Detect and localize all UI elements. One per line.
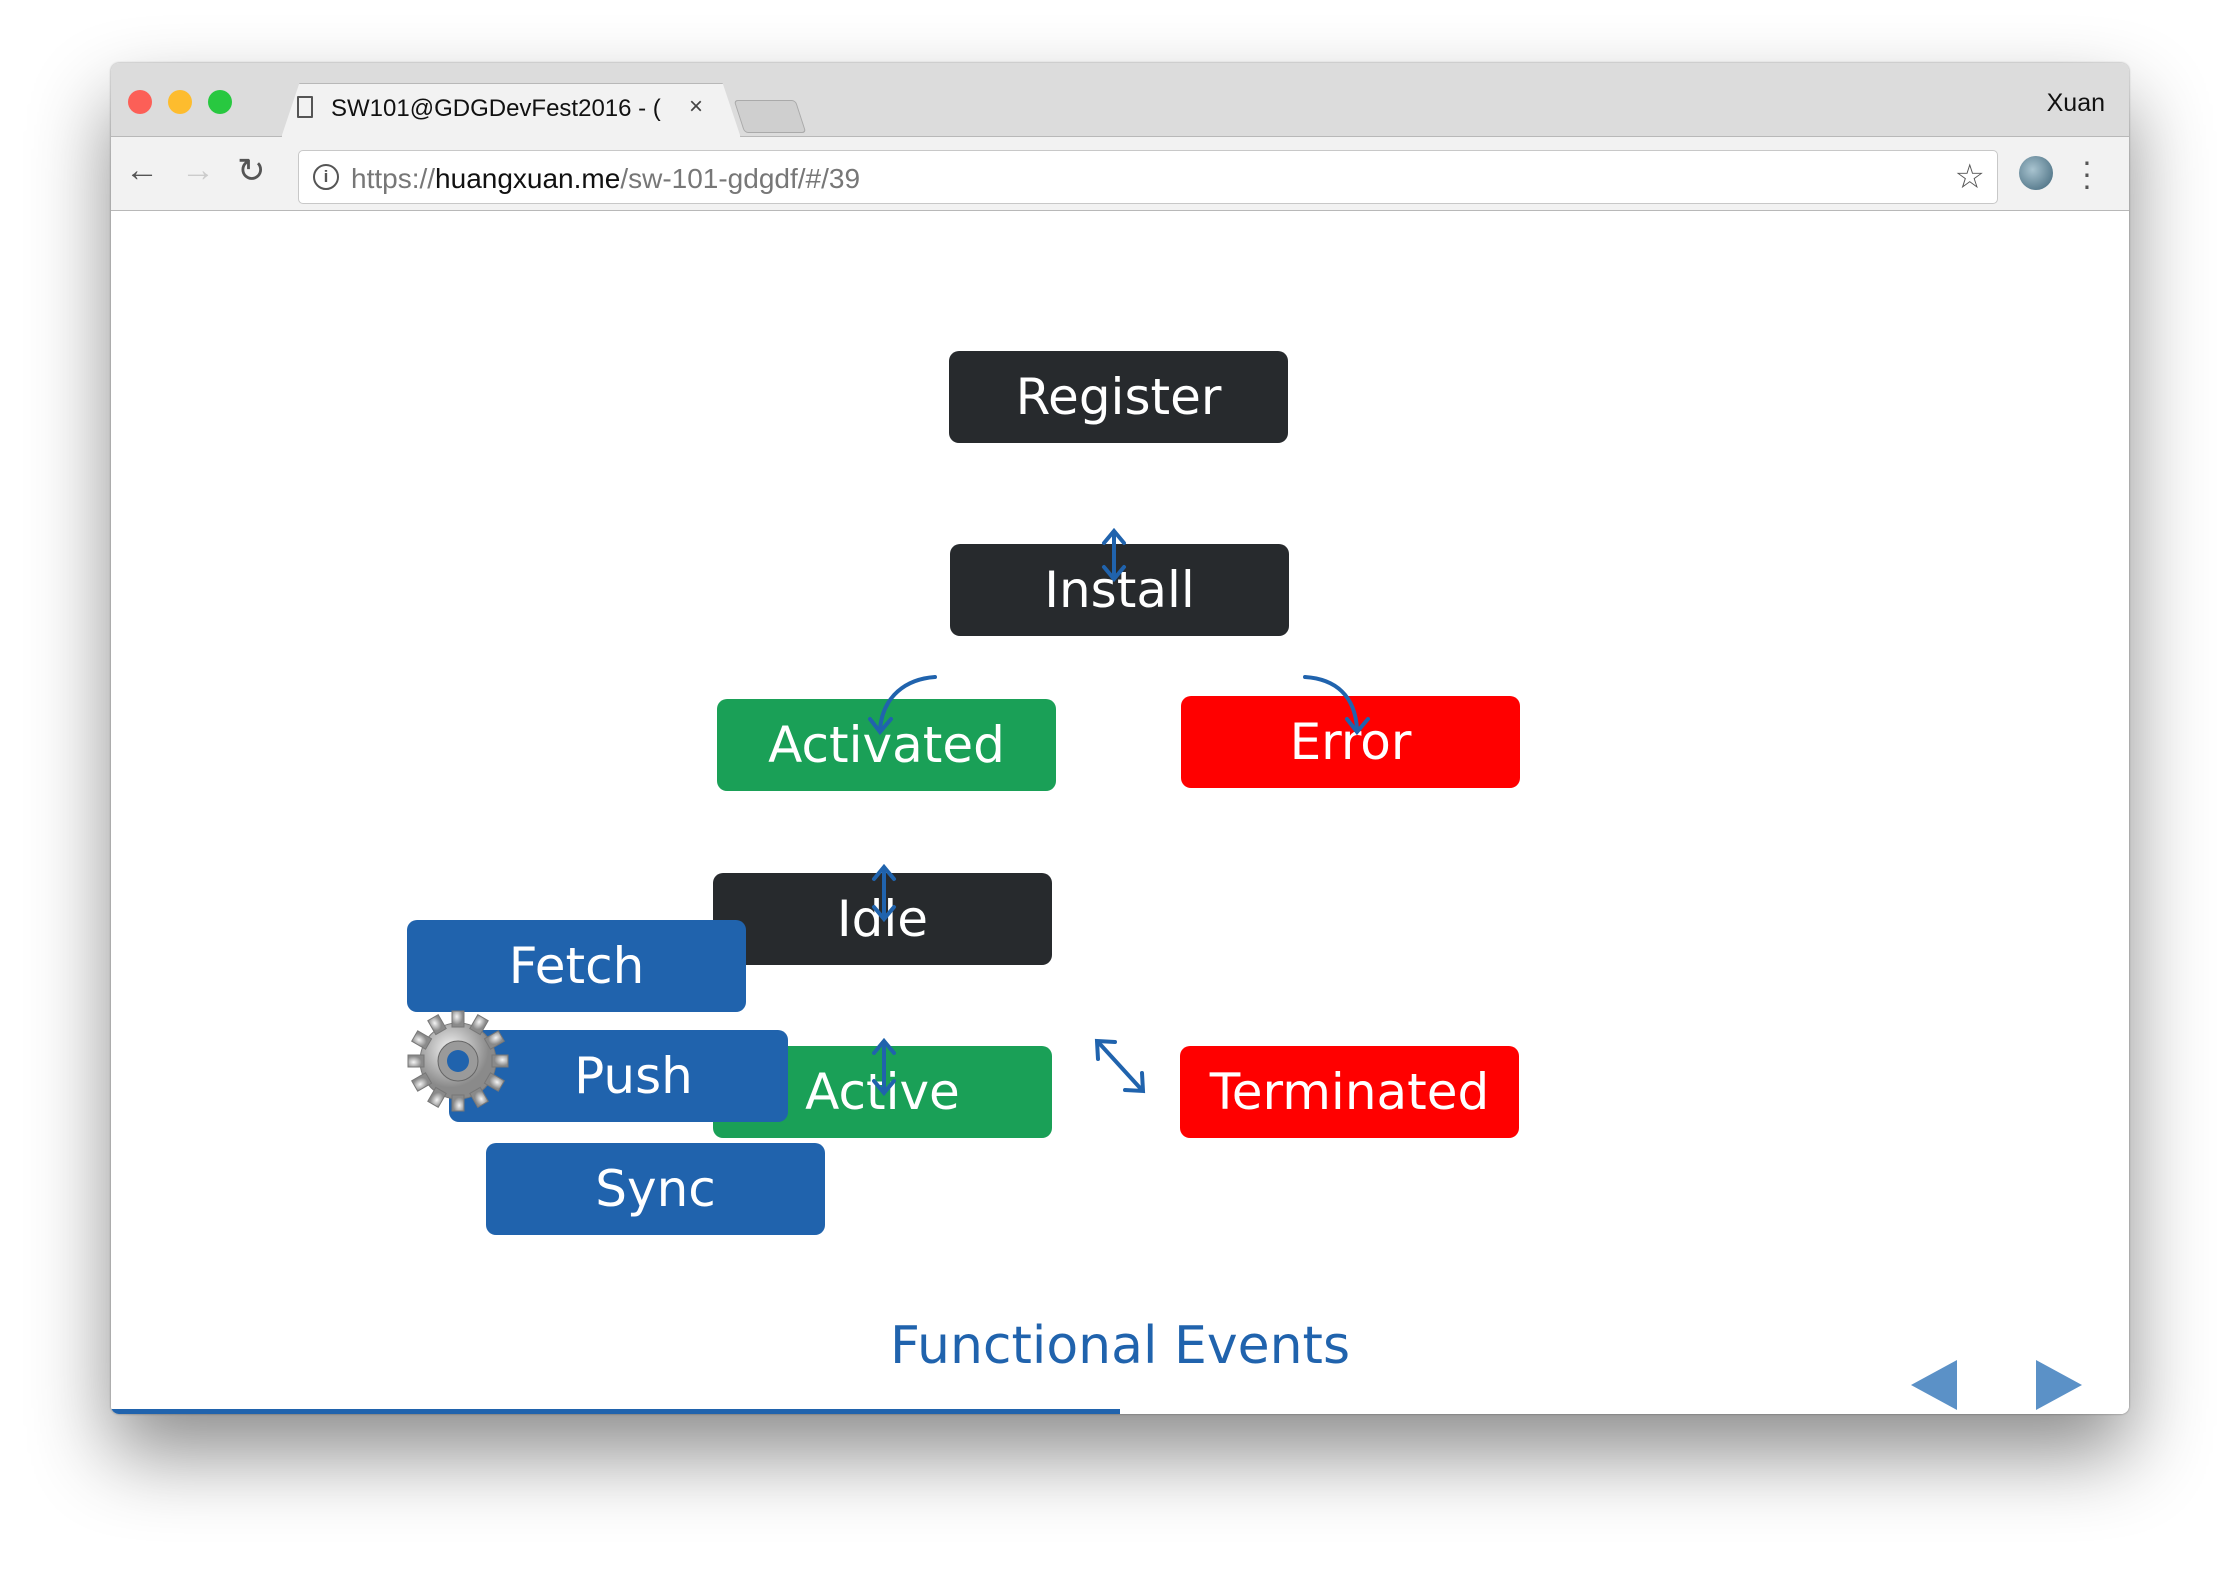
toolbar: ← → ↻ i https://huangxuan.me/sw-101-gdgd…: [111, 137, 2129, 211]
slide-caption: Functional Events: [889, 1316, 1351, 1376]
slide-progress-bar: [111, 1409, 1120, 1414]
tab-title: SW101@GDGDevFest2016 - (: [331, 95, 661, 122]
forward-arrow-icon[interactable]: →: [181, 151, 215, 189]
more-menu-icon[interactable]: ···: [2081, 143, 2093, 203]
fetch-box: Fetch: [407, 920, 746, 1012]
diagonal-double-arrow-icon: [1094, 1038, 1146, 1094]
push-box: Push: [449, 1030, 788, 1122]
star-icon[interactable]: ☆: [1954, 158, 1985, 196]
back-arrow-icon[interactable]: ←: [125, 151, 159, 189]
double-arrow-icon: [872, 863, 896, 923]
url-path: /sw-101-gdgdf/#/39: [620, 163, 861, 194]
profile-name[interactable]: Xuan: [2046, 89, 2105, 117]
maximize-window-button[interactable]: [208, 90, 232, 114]
info-icon[interactable]: i: [313, 164, 339, 190]
next-slide-button[interactable]: [2036, 1360, 2082, 1410]
browser-window: SW101@GDGDevFest2016 - ( × Xuan ← → ↻ i …: [111, 63, 2129, 1414]
tab-active[interactable]: [281, 83, 741, 138]
tab-bar: SW101@GDGDevFest2016 - ( × Xuan: [111, 63, 2129, 138]
url-host: huangxuan.me: [435, 163, 621, 194]
install-box: Install: [950, 544, 1289, 636]
page-icon: [297, 96, 313, 118]
reload-icon[interactable]: ↻: [237, 152, 266, 190]
minimize-window-button[interactable]: [168, 90, 192, 114]
curved-arrow-right-icon: [1303, 675, 1370, 736]
prev-slide-button[interactable]: [1911, 1360, 1957, 1410]
address-bar[interactable]: i https://huangxuan.me/sw-101-gdgdf/#/39…: [298, 150, 1998, 204]
new-tab-button[interactable]: [733, 100, 807, 133]
extension-icon[interactable]: [2019, 156, 2053, 190]
register-box: Register: [949, 351, 1288, 443]
url-text[interactable]: https://huangxuan.me/sw-101-gdgdf/#/39: [351, 163, 860, 195]
curved-arrow-left-icon: [868, 675, 937, 736]
slide: Register Install Activated Error Idle Ac…: [111, 211, 2129, 1414]
sync-box: Sync: [486, 1143, 825, 1235]
terminated-box: Terminated: [1180, 1046, 1519, 1138]
url-scheme: https://: [351, 163, 436, 194]
close-icon[interactable]: ×: [689, 93, 704, 120]
close-window-button[interactable]: [128, 90, 152, 114]
diagram-arrows: [868, 527, 1370, 1097]
double-arrow-icon: [872, 1037, 896, 1097]
double-arrow-icon: [1102, 527, 1126, 583]
gear-icon: [407, 1010, 509, 1112]
